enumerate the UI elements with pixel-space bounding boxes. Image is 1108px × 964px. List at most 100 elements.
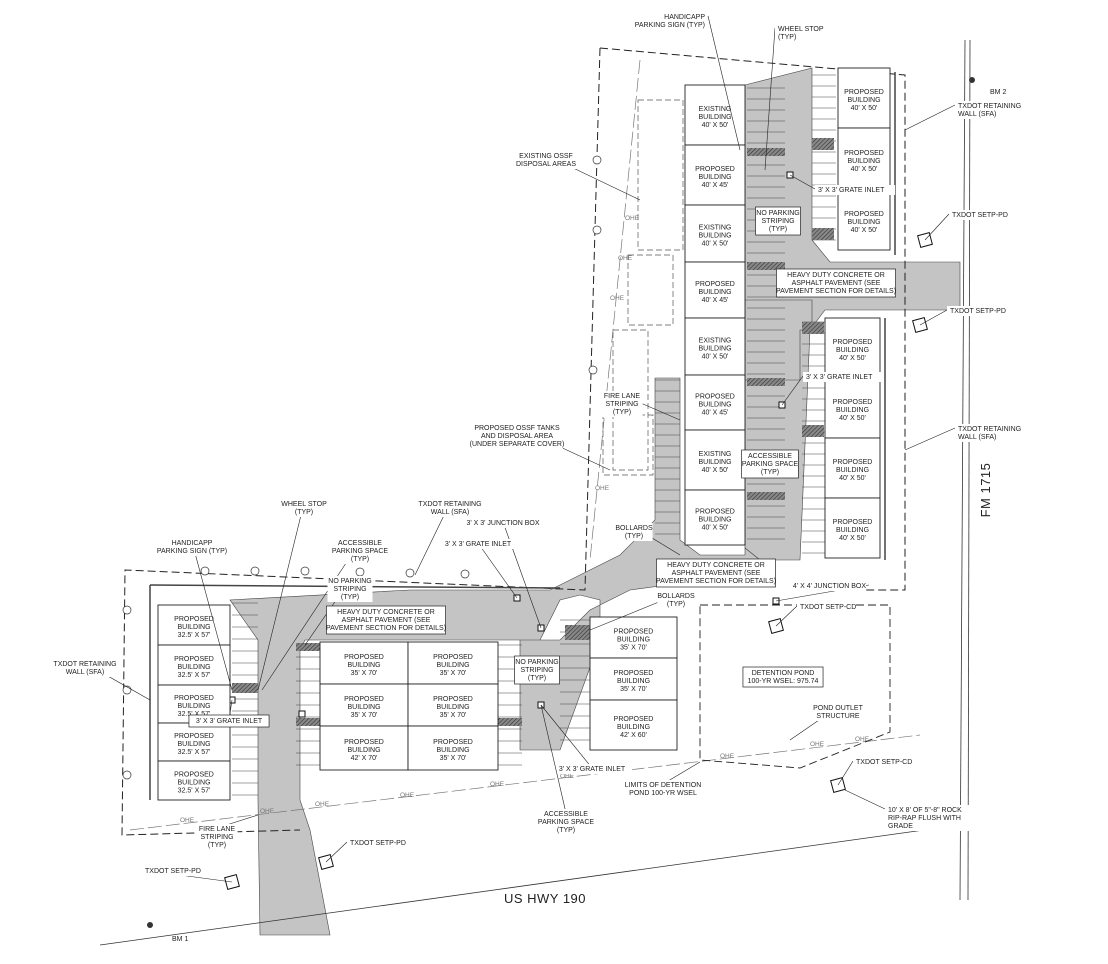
annotation-text: 3' X 3' GRATE INLET: [806, 374, 873, 381]
annotation-text: (TYP): [295, 509, 313, 516]
label-mask: [615, 523, 653, 541]
building-label: 40' X 50': [839, 475, 866, 482]
annotation-text: TXDOT SETP-PD: [952, 212, 1008, 219]
ohe-label: OHE: [260, 808, 275, 815]
road-edge-fm-1715: [959, 39, 966, 901]
annotation-text: PARKING SPACE: [538, 819, 594, 826]
annotation-text: TXDOT RETAINING: [53, 661, 116, 668]
building-label: PROPOSED: [833, 339, 873, 346]
no-parking-striping: [802, 425, 824, 437]
annotation-text: (TYP): [769, 226, 787, 233]
building-label: 40' X 50': [839, 355, 866, 362]
annotation-text: NO PARKING: [515, 659, 558, 666]
building-label: PROPOSED: [833, 399, 873, 406]
annotation-text: (TYP): [351, 556, 369, 563]
ohe-label: OHE: [855, 736, 870, 743]
no-parking-striping: [498, 718, 522, 726]
building-label: BUILDING: [847, 158, 880, 165]
label-mask: [949, 210, 1006, 220]
label-mask: [437, 539, 519, 549]
building-footprint: [837, 127, 891, 191]
leader-line: [257, 502, 305, 691]
building-footprint: [157, 760, 231, 801]
annotation-text: WALL (SFA): [958, 111, 996, 118]
building-footprint: [837, 67, 891, 129]
leader-line: [325, 841, 348, 863]
building-label: EXISTING: [699, 338, 732, 345]
no-parking-striping: [747, 492, 785, 500]
annotation-label: 3' X 3' GRATE INLET: [437, 539, 519, 599]
building-label: PROPOSED: [695, 509, 735, 516]
annotation-text: STRIPING: [605, 401, 638, 408]
label-mask: [813, 703, 863, 721]
building-label: PROPOSED: [833, 459, 873, 466]
annotation-text: TXDOT SETP-CD: [856, 759, 912, 766]
annotation-text: ASPHALT PAVEMENT (SEE: [792, 280, 881, 287]
building-label: EXISTING: [699, 106, 732, 113]
label-mask: [461, 518, 545, 528]
road-label-us-hwy-190: US HWY 190: [504, 891, 586, 906]
label-mask: [327, 576, 373, 602]
no-parking-striping: [812, 138, 834, 150]
label-mask: [853, 757, 910, 767]
annotation-label: TXDOT SETP-PD: [325, 838, 406, 863]
building-label: BUILDING: [347, 662, 380, 669]
annotation-text: PARKING SIGN (TYP): [635, 22, 705, 29]
utility-pole-icon: [200, 566, 210, 576]
annotation-text: (TYP): [557, 827, 575, 834]
annotation-label: TXDOT SETP-CD: [837, 757, 912, 786]
annotation-text: WALL (SFA): [958, 434, 996, 441]
annotation-text: PROPOSED OSSF TANKS: [474, 425, 560, 432]
building-label: BUILDING: [698, 517, 731, 524]
building-label: 40' X 50': [851, 166, 878, 173]
annotation-text: TXDOT SETP-PD: [145, 868, 201, 875]
label-mask: [537, 809, 595, 835]
building-label: BUILDING: [836, 467, 869, 474]
annotation-text: ASPHALT PAVEMENT (SEE: [672, 570, 761, 577]
annotation-text: 3' X 3' GRATE INLET: [196, 718, 263, 725]
building-label: BUILDING: [836, 407, 869, 414]
building-label: BUILDING: [698, 289, 731, 296]
building-label: PROPOSED: [344, 739, 384, 746]
label-mask: [657, 591, 695, 609]
annotation-text: WALL (SFA): [66, 669, 104, 676]
label-mask: [331, 538, 389, 564]
annotation-text: HEAVY DUTY CONCRETE OR: [337, 609, 435, 616]
annotation-label: 3' X 3' GRATE INLET: [781, 372, 884, 406]
building-label: 32.5' X 57': [178, 632, 211, 639]
label-box: [656, 558, 776, 588]
building-label: PROPOSED: [844, 211, 884, 218]
label-mask: [347, 838, 404, 848]
annotation-text: (TYP): [625, 533, 643, 540]
label-box: [188, 714, 270, 728]
building-footprint: [684, 144, 746, 206]
grate-inlet-icon: [298, 710, 306, 718]
benchmark-bm1: BM 1: [172, 936, 188, 943]
building-label: 40' X 45': [702, 410, 729, 417]
building-label: BUILDING: [617, 637, 650, 644]
annotation-text: FIRE LANE: [199, 826, 236, 833]
leader-line: [844, 789, 886, 810]
annotation-text: (UNDER SEPARATE COVER): [470, 441, 565, 448]
leader-line: [919, 309, 948, 326]
building-footprint: [824, 437, 881, 499]
building-label: PROPOSED: [174, 695, 214, 702]
leader-line: [540, 704, 593, 769]
no-parking-striping: [296, 718, 320, 726]
building-label: PROPOSED: [614, 670, 654, 677]
label-mask: [196, 824, 238, 850]
annotation-text: PARKING SIGN (TYP): [157, 548, 227, 555]
building-footprint: [837, 189, 891, 251]
label-mask: [803, 372, 884, 382]
